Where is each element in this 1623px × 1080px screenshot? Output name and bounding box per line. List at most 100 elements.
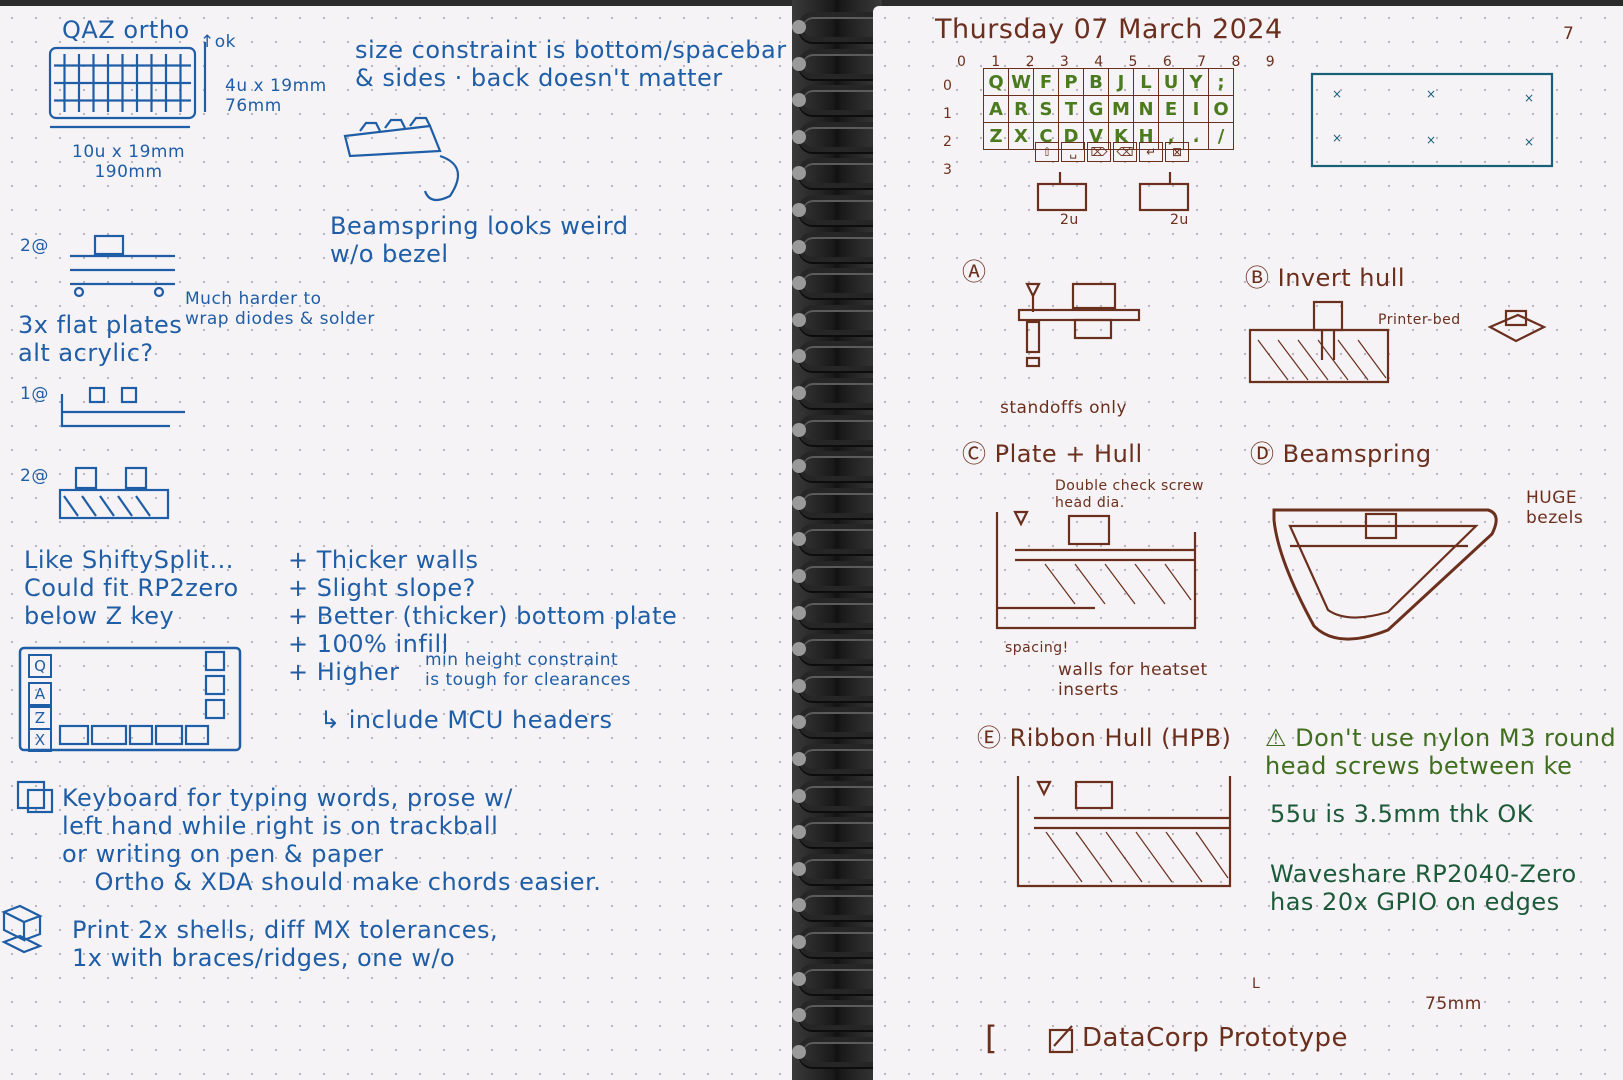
svg-text:×: × — [1426, 87, 1436, 101]
qaz-dimension-arrows — [50, 42, 207, 129]
enter-key-2u: 2u — [1170, 212, 1189, 228]
key-cell: Q — [983, 68, 1009, 96]
svg-text:×: × — [1332, 131, 1342, 145]
empty-checkbox-mark: [ — [985, 1019, 998, 1057]
key-cell: D — [1058, 122, 1084, 150]
svg-text:×: × — [1524, 91, 1534, 105]
key-cell: Z — [983, 122, 1009, 150]
qaz-ortho-title: QAZ ortho — [62, 16, 190, 44]
printer-bed-icon — [1487, 309, 1547, 343]
punch-hole — [792, 93, 806, 108]
row-number-0: 0 — [943, 78, 953, 94]
nylon-screws-warning: ⚠ Don't use nylon M3 round head screws b… — [1265, 724, 1617, 780]
punch-hole — [792, 129, 806, 144]
punch-hole — [792, 422, 806, 437]
spacing-label: spacing! — [1005, 640, 1069, 656]
printer-bed-label: Printer-bed — [1378, 312, 1461, 328]
svg-text:×: × — [1332, 87, 1342, 101]
punch-hole — [792, 605, 806, 620]
punch-hole — [792, 825, 806, 840]
qaz-width-dimension: 10u x 19mm 190mm — [72, 142, 186, 182]
option-b-invert-hull: Ⓑ Invert hull — [1245, 264, 1406, 292]
option-two-mark: 2@ — [20, 236, 49, 256]
punch-hole — [792, 642, 806, 657]
key-cell: R — [1008, 95, 1034, 123]
stacked-plates-sketch — [70, 234, 175, 298]
ribbon-hull-sketch — [1016, 776, 1232, 888]
punch-hole — [792, 971, 806, 986]
page-number: 7 — [1563, 24, 1575, 44]
punch-hole — [792, 56, 806, 71]
key-cell: F — [1033, 68, 1059, 96]
layout-key-a: A — [28, 682, 52, 706]
punch-hole — [792, 935, 806, 949]
punch-hole — [792, 20, 806, 34]
punch-hole — [792, 1008, 806, 1023]
key-cell: B — [1083, 68, 1109, 96]
layout-key-z: Z — [28, 706, 52, 730]
datacorp-prototype-label: DataCorp Prototype — [1082, 1023, 1349, 1053]
punch-hole — [792, 495, 806, 510]
size-constraint-note: size constraint is bottom/spacebar & sid… — [355, 36, 787, 92]
keyboard-purpose-note: Keyboard for typing words, prose w/ left… — [62, 784, 602, 896]
svg-text:×: × — [1426, 133, 1436, 147]
bottom-row-key: ⌦ — [1087, 142, 1111, 162]
thickness-check-note: 55u is 3.5mm thk OK — [1270, 800, 1534, 828]
date-title: Thursday 07 March 2024 — [935, 14, 1283, 45]
svg-text:×: × — [1524, 135, 1534, 149]
plate-hull-sketch — [995, 510, 1197, 630]
huge-bezels-label: HUGE bezels — [1526, 488, 1584, 528]
bottom-row-key: ␣ — [1061, 142, 1085, 162]
improvements-list: + Thicker walls + Slight slope? + Better… — [288, 546, 678, 686]
keyboard-doodle-icon — [16, 780, 54, 814]
space-key-2u: 2u — [1060, 212, 1079, 228]
punch-hole — [792, 678, 806, 693]
key-cell: / — [1208, 122, 1234, 150]
punch-hole — [792, 166, 806, 181]
punch-hole — [792, 752, 806, 766]
key-cell: S — [1033, 95, 1059, 123]
key-cell: . — [1183, 122, 1209, 150]
key-cell: C — [1033, 122, 1059, 150]
thumb-layout-sketch — [18, 646, 242, 752]
plate-outline-sketch: × × × × × × — [1310, 72, 1554, 168]
punch-hole — [792, 386, 806, 400]
key-cell: M — [1108, 95, 1134, 123]
key-cell: X — [1008, 122, 1034, 150]
flat-plates-note: 3x flat plates alt acrylic? — [18, 311, 183, 367]
left-notebook-page: QAZ ortho ↑ok 4u x 19mm 76mm 10u x 19mm … — [0, 6, 800, 1080]
key-cell: N — [1133, 95, 1159, 123]
layout-key-x: X — [28, 728, 52, 752]
right-notebook-page: Thursday 07 March 2024 7 0 1 2 3 4 5 6 7… — [873, 6, 1623, 1080]
bottom-row-key: ⇧ — [1035, 142, 1059, 162]
shifty-split-note: Like ShiftySplit... Could fit RP2zero be… — [24, 546, 239, 630]
punch-hole — [792, 569, 806, 583]
punch-hole — [792, 898, 806, 913]
beamspring-bezel-note: Beamspring looks weird w/o bezel — [330, 212, 629, 268]
bezel-sketch — [343, 116, 460, 202]
print-doodle-icon — [1, 904, 43, 954]
column-numbers: 0 1 2 3 4 5 6 7 8 9 — [957, 54, 1281, 70]
print-shells-note: Print 2x shells, diff MX tolerances, 1x … — [72, 916, 499, 972]
key-cell: Y — [1183, 68, 1209, 96]
key-cell: T — [1058, 95, 1084, 123]
qaz-ok-note: ↑ok — [200, 32, 236, 52]
hull-sketch-one — [60, 386, 185, 428]
waveshare-gpio-note: Waveshare RP2040-Zero has 20x GPIO on ed… — [1270, 860, 1577, 916]
row-number-1: 1 — [943, 106, 953, 122]
hull-sketch-two — [58, 466, 170, 520]
key-cell: I — [1183, 95, 1209, 123]
two-u-keys-sketch — [1036, 172, 1190, 212]
measure-75mm: 75mm — [1425, 994, 1482, 1014]
row-number-3: 3 — [943, 162, 953, 178]
checked-box-icon — [1048, 1025, 1074, 1054]
option-e-ribbon-hull: Ⓔ Ribbon Hull (HPB) — [977, 724, 1232, 752]
standoffs-sketch — [1017, 282, 1141, 368]
row-number-2: 2 — [943, 134, 953, 150]
punch-hole — [792, 861, 806, 876]
key-cell: E — [1158, 95, 1184, 123]
double-check-note: Double check screw head dia. — [1055, 478, 1204, 511]
qaz-height-dimension: 4u x 19mm 76mm — [225, 76, 327, 116]
layout-key-q: Q — [28, 654, 52, 678]
